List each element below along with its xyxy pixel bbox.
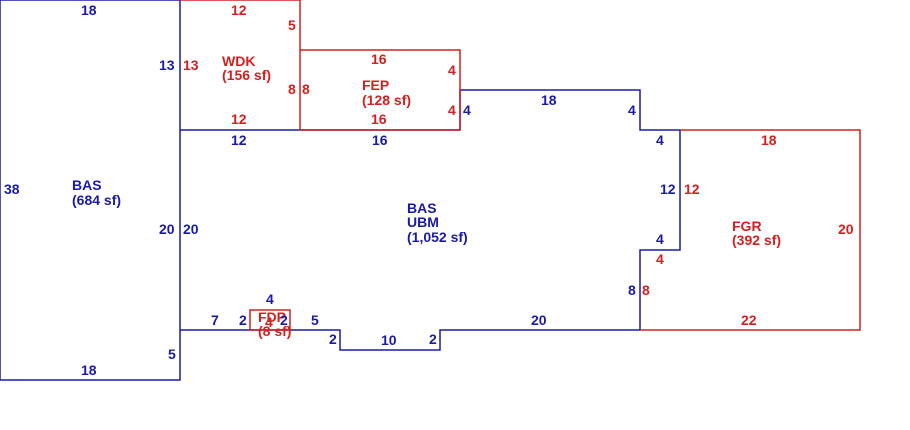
dim-label: 4 bbox=[628, 102, 636, 118]
dim-label: 5 bbox=[168, 346, 176, 362]
bas-main-code: BAS bbox=[407, 200, 437, 216]
dim-label: 7 bbox=[211, 312, 219, 328]
dim-label: 20 bbox=[838, 221, 854, 237]
dim-label: 18 bbox=[761, 132, 777, 148]
bas-left-area: (684 sf) bbox=[72, 192, 121, 208]
fep-outline bbox=[300, 49, 461, 131]
dim-label: 4 bbox=[265, 314, 273, 330]
dim-label: 4 bbox=[656, 231, 664, 247]
dim-label: 16 bbox=[371, 51, 387, 67]
dim-label: 4 bbox=[448, 102, 456, 118]
bas-main-area: (1,052 sf) bbox=[407, 229, 468, 245]
dim-label: 4 bbox=[463, 102, 471, 118]
dim-label: 4 bbox=[448, 62, 456, 78]
dim-label: 13 bbox=[159, 57, 175, 73]
dim-label: 12 bbox=[231, 2, 247, 18]
dim-label: 13 bbox=[183, 57, 199, 73]
dim-label: 2 bbox=[429, 331, 437, 347]
fep-code: FEP bbox=[362, 77, 389, 93]
red-outlines bbox=[180, 0, 861, 331]
fdp-code: FDP bbox=[258, 309, 286, 325]
dim-label: 2 bbox=[329, 331, 337, 347]
fgr-outline bbox=[640, 129, 861, 331]
fdp-area: (8 sf) bbox=[258, 323, 291, 339]
fgr-area: (392 sf) bbox=[732, 232, 781, 248]
blue-dimensions: 18 38 18 5 13 12 16 4 18 4 4 20 20 12 4 … bbox=[4, 2, 676, 378]
dim-label: 8 bbox=[302, 81, 310, 97]
dim-label: 10 bbox=[381, 332, 397, 348]
dim-label: 4 bbox=[266, 291, 274, 307]
dim-label: 12 bbox=[231, 111, 247, 127]
dim-label: 2 bbox=[280, 312, 288, 328]
fgr-code: FGR bbox=[732, 218, 762, 234]
dim-label: 5 bbox=[311, 312, 319, 328]
dim-label: 18 bbox=[81, 2, 97, 18]
dim-label: 12 bbox=[231, 132, 247, 148]
dim-label: 12 bbox=[684, 181, 700, 197]
wdk-area: (156 sf) bbox=[222, 67, 271, 83]
fdp-outline bbox=[249, 309, 291, 331]
red-dimensions: 12 5 13 12 8 8 16 4 4 16 18 12 4 8 20 22… bbox=[183, 2, 854, 330]
bas-left-outline bbox=[0, 0, 181, 381]
bas-left-code: BAS bbox=[72, 177, 102, 193]
dim-label: 38 bbox=[4, 181, 20, 197]
dim-label: 22 bbox=[741, 312, 757, 328]
blue-outlines bbox=[0, 0, 681, 381]
dim-label: 20 bbox=[531, 312, 547, 328]
bas-main-outline bbox=[180, 89, 681, 351]
dim-label: 16 bbox=[372, 132, 388, 148]
dim-label: 8 bbox=[288, 81, 296, 97]
dim-label: 20 bbox=[183, 221, 199, 237]
dim-label: 18 bbox=[541, 92, 557, 108]
fep-area: (128 sf) bbox=[362, 92, 411, 108]
dim-label: 12 bbox=[660, 181, 676, 197]
wdk-outline bbox=[180, 0, 301, 130]
dim-label: 4 bbox=[656, 251, 664, 267]
dim-label: 2 bbox=[239, 312, 247, 328]
wdk-code: WDK bbox=[222, 53, 255, 69]
dim-label: 8 bbox=[642, 282, 650, 298]
area-labels: BAS (684 sf) BAS UBM (1,052 sf) WDK (156… bbox=[72, 53, 781, 339]
bas-main-code2: UBM bbox=[407, 214, 439, 230]
dim-label: 5 bbox=[288, 17, 296, 33]
dim-label: 4 bbox=[656, 132, 664, 148]
dim-label: 16 bbox=[371, 111, 387, 127]
dim-label: 8 bbox=[628, 282, 636, 298]
dim-label: 20 bbox=[159, 221, 175, 237]
dim-label: 18 bbox=[81, 362, 97, 378]
